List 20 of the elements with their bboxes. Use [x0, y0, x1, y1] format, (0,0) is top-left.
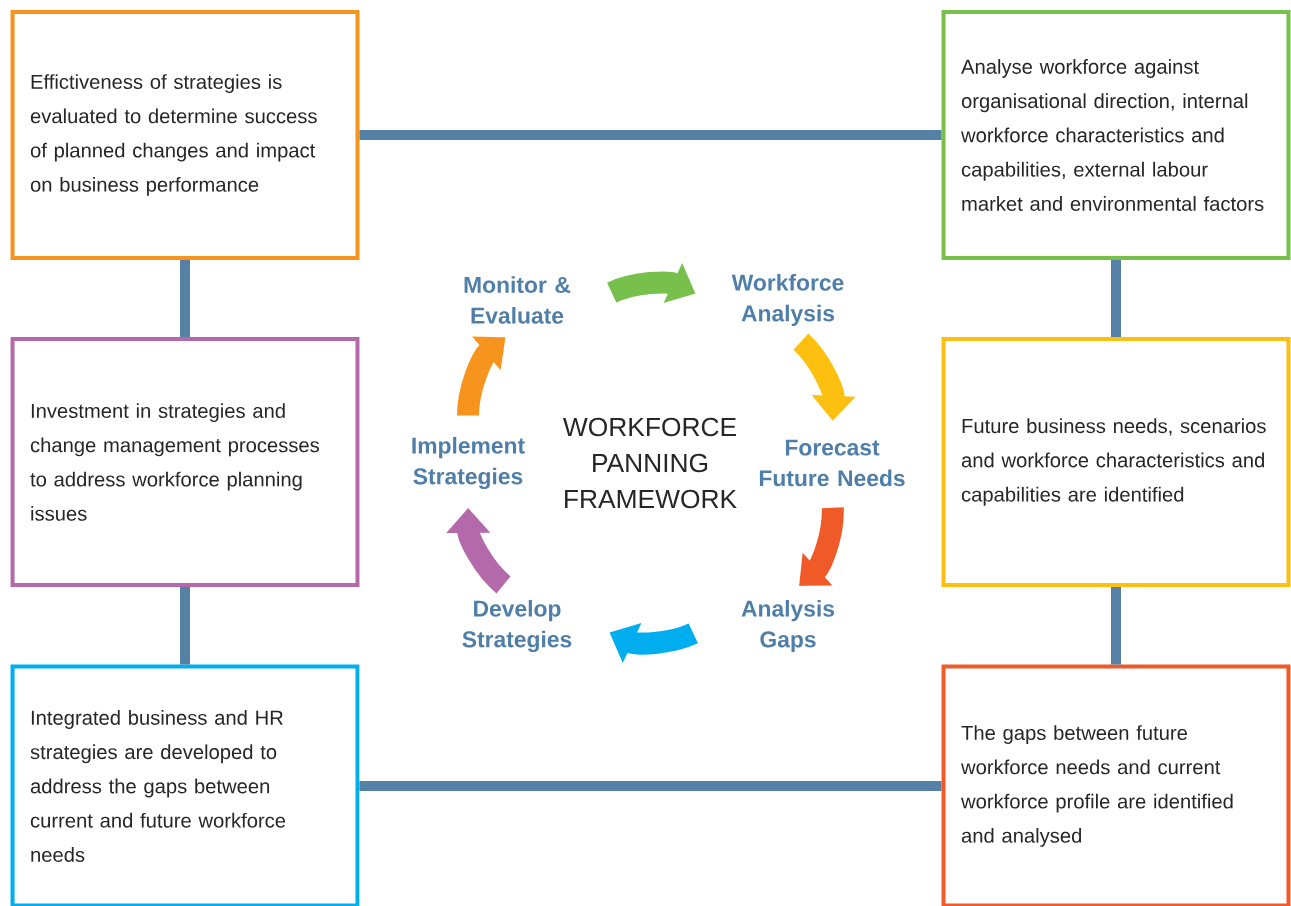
text-box: Analyse workforce against organisational direction, internal workforce characteristics and capabilities, external labour market and environmental factors — [941, 10, 1291, 260]
center-title: WORKFORCE PANNING FRAMEWORK — [563, 417, 737, 509]
text-box: Effictiveness of strategies is evaluated to determine success of planned changes and impact on business performance — [10, 10, 360, 260]
connector-line — [180, 587, 190, 665]
stage-label: Forecast Future Needs — [759, 439, 905, 487]
stage-label: Analysis Gaps — [741, 600, 835, 653]
text-box: Investment in strategies and change management processes to address workforce planning issues — [10, 337, 360, 587]
text-box: Integrated business and HR strategies are developed to address the gaps between current and future workforce needs — [10, 664, 360, 906]
text-box: The gaps between future workforce needs and current workforce profile are identified and analysed — [941, 664, 1291, 906]
cycle-arrow — [799, 507, 844, 586]
connector-line — [1111, 260, 1121, 338]
text-box: Future business needs, scenarios and workforce characteristics and capabilities are identified — [941, 337, 1291, 587]
connector-line — [359, 130, 942, 140]
stage-label: Monitor & Evaluate — [464, 276, 571, 324]
stage-label: Workforce Analysis — [731, 274, 844, 326]
connector-line — [359, 781, 942, 791]
connector-line — [1111, 587, 1121, 665]
stage-label: Develop Strategies — [462, 599, 572, 653]
stage-label: Implement Strategies — [412, 436, 525, 490]
connector-line — [180, 260, 190, 338]
